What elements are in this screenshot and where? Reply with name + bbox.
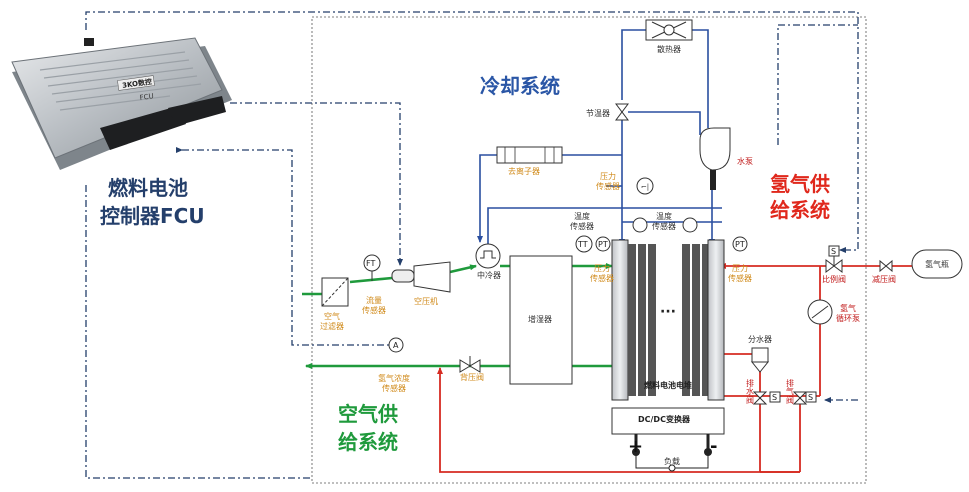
dcdc-label: DC/DC变换器 <box>638 415 690 424</box>
water-pump <box>699 127 731 190</box>
fcu-controller <box>11 37 232 170</box>
air-system-title-2: 给系统 <box>338 430 398 454</box>
pressure-sensor-air-stack <box>595 236 611 252</box>
purge-valve <box>792 391 817 405</box>
compressor-motor <box>391 269 415 283</box>
pt-symbol-h2: PT <box>735 240 745 249</box>
fcu-brand-label: 3KO数控 <box>122 77 153 90</box>
humidifier-label: 增湿器 <box>528 315 552 324</box>
compressor-label: 空压机 <box>414 297 438 306</box>
back-pressure-valve-label: 背压阀 <box>460 373 484 382</box>
air-filter-label: 空气 过滤器 <box>320 312 344 331</box>
pressure-sensor-air-label: 压力 传感器 <box>590 264 614 283</box>
proportional-valve <box>825 245 843 273</box>
hydrogen-tank <box>911 249 963 279</box>
tt-symbol: TT <box>578 240 588 249</box>
pump-label: 水泵 <box>737 157 753 166</box>
thermostat-valve <box>615 103 629 121</box>
flow-sensor-label: 流量 传感器 <box>362 296 386 315</box>
compressor <box>413 261 451 293</box>
minus-terminal-label: - <box>710 436 718 457</box>
intercooler-label: 中冷器 <box>477 271 501 280</box>
drain-valve <box>752 391 781 405</box>
radiator-label: 散热器 <box>657 45 681 54</box>
reducing-valve <box>879 259 893 273</box>
h2-recirculation-pump-label: 氢气 循环泵 <box>836 304 860 323</box>
temp-sensor-cooling-2 <box>682 217 698 233</box>
dcdc-converter <box>611 407 725 435</box>
s-symbol-drain: S <box>772 393 778 402</box>
fcu-model-label: FCU <box>139 92 154 102</box>
pt-symbol-air: PT <box>598 240 608 249</box>
a-symbol: A <box>393 341 399 350</box>
fuel-cell-stack <box>611 239 725 401</box>
cooling-lines <box>477 29 722 246</box>
deionizer <box>496 146 563 164</box>
deionizer-label: 去离子器 <box>508 167 540 176</box>
fcu-caption-line2: 控制器FCU <box>100 204 205 228</box>
fcu-caption-line1: 燃料电池 <box>108 176 188 200</box>
air-system-title-1: 空气供 <box>338 402 398 426</box>
back-pressure-valve <box>459 356 481 373</box>
water-separator-label: 分水器 <box>748 335 772 344</box>
temp-sensor-label-2: 温度 传感器 <box>652 212 676 231</box>
h2-concentration-sensor-label: 氢气浓度 传感器 <box>378 374 410 393</box>
control-lines <box>85 11 859 479</box>
hydrogen-system-title-1: 氢气供 <box>770 172 830 196</box>
pressure-sensor-h2-stack <box>732 236 748 252</box>
stack-dots: ··· <box>660 304 676 320</box>
plus-terminal-label: + <box>628 436 644 457</box>
pressure-sensor-cooling-label: 压力 传感器 <box>596 172 620 191</box>
proportional-valve-label: 比例阀 <box>822 275 846 284</box>
radiator <box>645 19 693 41</box>
hydrogen-tank-label: 氢气瓶 <box>925 260 949 269</box>
water-separator <box>750 347 770 373</box>
humidifier <box>509 255 573 385</box>
temp-sensor-stack <box>575 235 593 253</box>
reducing-valve-label: 减压阀 <box>872 275 896 284</box>
intercooler <box>475 243 501 269</box>
s-symbol-proportional: S <box>831 247 837 256</box>
hydrogen-lines <box>437 263 924 473</box>
load-circuit <box>632 434 712 472</box>
temp-sensor-cooling-1 <box>632 217 648 233</box>
flow-sensor <box>363 254 381 272</box>
pressure-sensor-h2-label: 压力 传感器 <box>728 264 752 283</box>
stack-label: 燃料电池电堆 <box>644 381 692 390</box>
h2-concentration-sensor <box>388 337 404 353</box>
system-boundary <box>311 16 867 484</box>
hydrogen-system-title-2: 给系统 <box>770 198 830 222</box>
drain-valve-label: 排 水 阀 <box>746 379 754 405</box>
ft-symbol: FT <box>366 259 376 268</box>
cooling-system-title: 冷却系统 <box>480 74 560 98</box>
load-label: 负载 <box>664 457 680 466</box>
thermostat-label: 节温器 <box>586 109 610 118</box>
s-symbol-purge: S <box>808 393 814 402</box>
temp-sensor-label: 温度 传感器 <box>570 212 594 231</box>
pressure-sensor-cooling <box>636 177 654 195</box>
purge-valve-label: 排 气 阀 <box>786 379 794 405</box>
svg-text:⌐|: ⌐| <box>641 183 649 191</box>
